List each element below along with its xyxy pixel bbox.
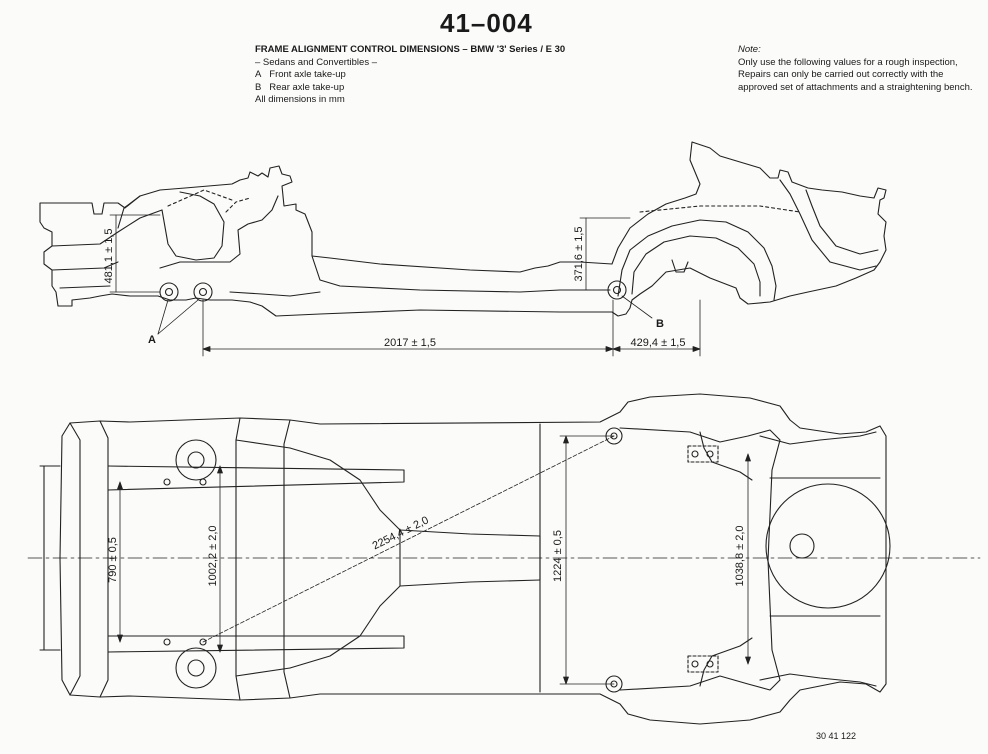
note-label: Note:: [738, 44, 761, 55]
side-view-body: [39, 141, 887, 317]
dim-front-height: 481,1 ± 1,5: [103, 229, 115, 284]
bottom-view-dimensions: [117, 435, 751, 685]
side-view-points: [159, 280, 627, 302]
dim-diagonal: 2254,4 ± 2,0: [371, 514, 431, 552]
dim-front-inner-width: 790 ± 0,5: [107, 537, 119, 583]
units-note: All dimensions in mm: [255, 94, 345, 105]
label-a: A: [148, 334, 156, 346]
dim-rear-inner-width: 1038,8 ± 2,0: [734, 525, 746, 586]
legend-item-b: B Rear axle take-up: [255, 82, 565, 95]
dim-wheelbase-points: 2017 ± 1,5: [384, 337, 436, 349]
dim-rear-height: 371,6 ± 1,5: [573, 227, 585, 282]
document-number: 41–004: [440, 8, 533, 38]
bottom-view-body: [39, 393, 891, 725]
figure-reference: 30 41 122: [816, 731, 857, 741]
label-b: B: [656, 318, 664, 330]
bottom-view-labels: 790 ± 0,5 1002,2 ± 2,0 2254,4 ± 2,0 1224…: [107, 514, 746, 586]
legend-key-a: A: [255, 69, 262, 80]
note-text: Only use the following values for a roug…: [738, 56, 973, 93]
legend-text-a: Front axle take-up: [269, 69, 346, 80]
dim-front-outer-width: 1002,2 ± 2,0: [207, 525, 219, 586]
dim-rear-outer-width: 1224 ± 0,5: [552, 530, 564, 582]
legend-item-a: A Front axle take-up: [255, 69, 565, 82]
diagram-title: FRAME ALIGNMENT CONTROL DIMENSIONS – BMW…: [255, 44, 566, 55]
legend-text-b: Rear axle take-up: [269, 81, 345, 93]
note-block: Note: Only use the following values for …: [738, 44, 973, 94]
legend-key-b: B: [255, 81, 262, 93]
diagram-subtitle: – Sedans and Convertibles –: [255, 56, 377, 68]
side-view-dimensions: [109, 214, 701, 357]
side-view-labels: 481,1 ± 1,5 371,6 ± 1,5 2017 ± 1,5 429,4…: [103, 227, 685, 349]
header-block: FRAME ALIGNMENT CONTROL DIMENSIONS – BMW…: [255, 44, 565, 107]
dim-rear-offset: 429,4 ± 1,5: [631, 337, 686, 349]
